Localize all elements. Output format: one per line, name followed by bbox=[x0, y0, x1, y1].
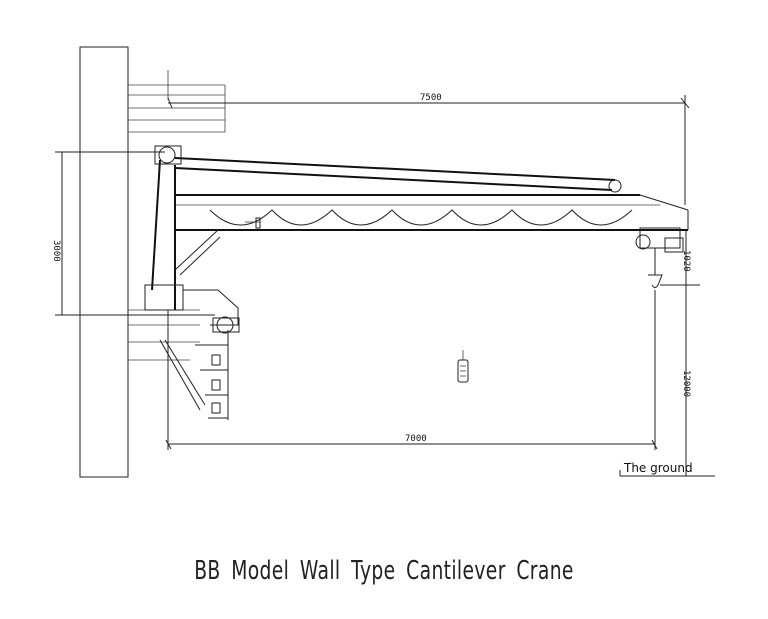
ground-label: The ground bbox=[623, 461, 693, 475]
diagram-caption: BB Model Wall Type Cantilever Crane bbox=[194, 556, 574, 586]
mast bbox=[144, 159, 221, 311]
dimension-rail: 7000 bbox=[165, 290, 658, 450]
dimension-span-label: 7500 bbox=[420, 93, 442, 103]
ground-line: The ground bbox=[619, 461, 715, 477]
dimension-lift: 12000 bbox=[681, 285, 691, 476]
bottom-bracket bbox=[159, 289, 240, 420]
tie-rod bbox=[154, 145, 622, 193]
wall-column bbox=[79, 46, 226, 478]
dimension-height-mount: 3000 bbox=[51, 151, 215, 316]
main-boom bbox=[175, 194, 689, 231]
hoist-trolley bbox=[635, 227, 684, 288]
dimension-span: 7500 bbox=[167, 93, 690, 205]
dimension-height-mount-label: 3000 bbox=[51, 240, 61, 262]
dimension-hook: 1020 bbox=[660, 230, 700, 286]
dimension-rail-label: 7000 bbox=[405, 434, 427, 444]
dimension-lift-label: 12000 bbox=[681, 370, 691, 397]
pendant-control bbox=[457, 350, 469, 383]
crane-drawing: 7500 3000 bbox=[51, 46, 715, 478]
dimension-hook-label: 1020 bbox=[681, 250, 691, 272]
